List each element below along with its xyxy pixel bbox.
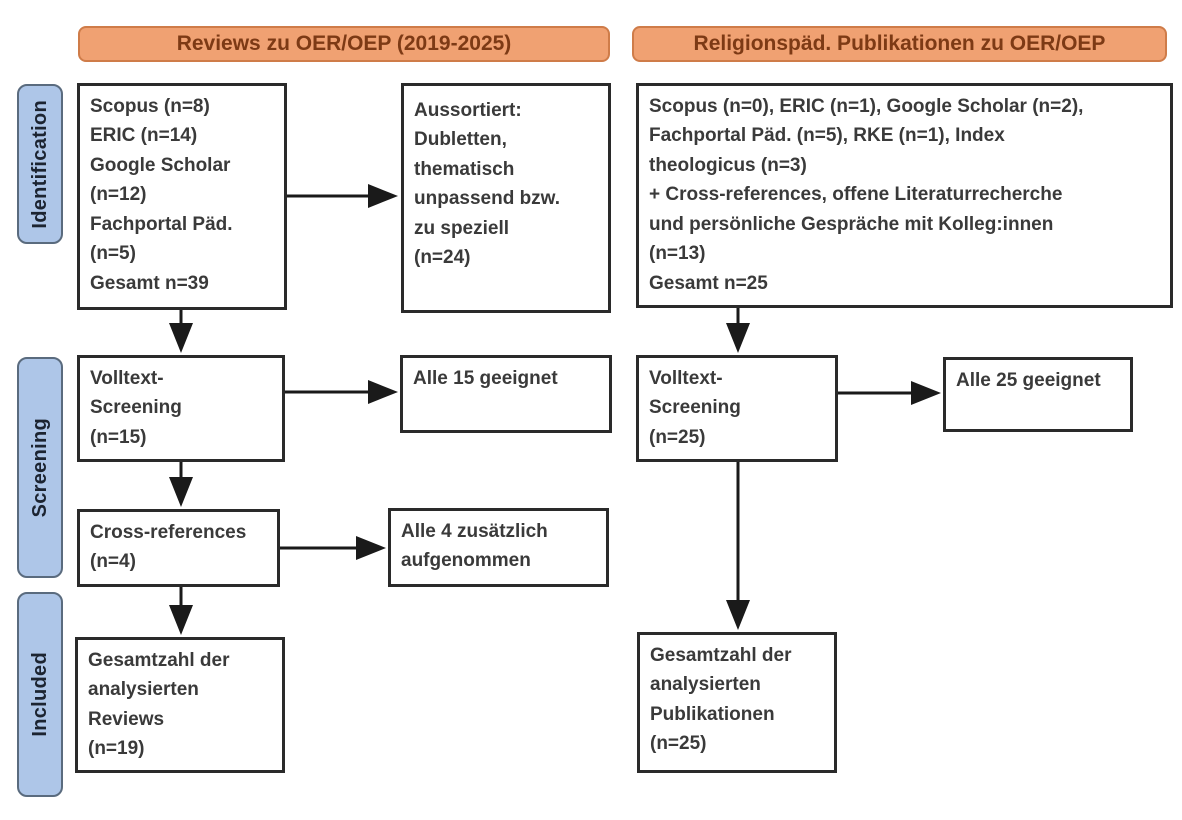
box-left-identification-excluded: Aussortiert: Dubletten, thematisch unpas… <box>401 83 611 313</box>
column-header-reviews: Reviews zu OER/OEP (2019-2025) <box>78 26 610 62</box>
stage-label-included-text: Included <box>28 652 51 737</box>
box-left-identification-sources: Scopus (n=8) ERIC (n=14) Google Scholar … <box>77 83 287 310</box>
column-header-religionspaed: Religionspäd. Publikationen zu OER/OEP <box>632 26 1167 62</box>
box-left-fulltext-screening: Volltext- Screening (n=15) <box>77 355 285 462</box>
stage-label-screening: Screening <box>17 357 63 578</box>
box-right-screening-result: Alle 25 geeignet <box>943 357 1133 432</box>
box-right-fulltext-screening: Volltext- Screening (n=25) <box>636 355 838 462</box>
box-right-included-total: Gesamtzahl der analysierten Publikatione… <box>637 632 837 773</box>
stage-label-identification: Identification <box>17 84 63 244</box>
column-header-reviews-label: Reviews zu OER/OEP (2019-2025) <box>176 32 512 55</box>
stage-label-included: Included <box>17 592 63 797</box>
stage-label-screening-text: Screening <box>28 417 51 518</box>
box-right-identification-sources: Scopus (n=0), ERIC (n=1), Google Scholar… <box>636 83 1173 308</box>
box-left-included-total: Gesamtzahl der analysierten Reviews (n=1… <box>75 637 285 773</box>
stage-label-identification-text: Identification <box>28 99 51 229</box>
column-header-religionspaed-label: Religionspäd. Publikationen zu OER/OEP <box>693 32 1106 55</box>
box-left-screening-result: Alle 15 geeignet <box>400 355 612 433</box>
box-left-crossreferences: Cross-references (n=4) <box>77 509 280 587</box>
box-left-crossref-result: Alle 4 zusätzlich aufgenommen <box>388 508 609 587</box>
